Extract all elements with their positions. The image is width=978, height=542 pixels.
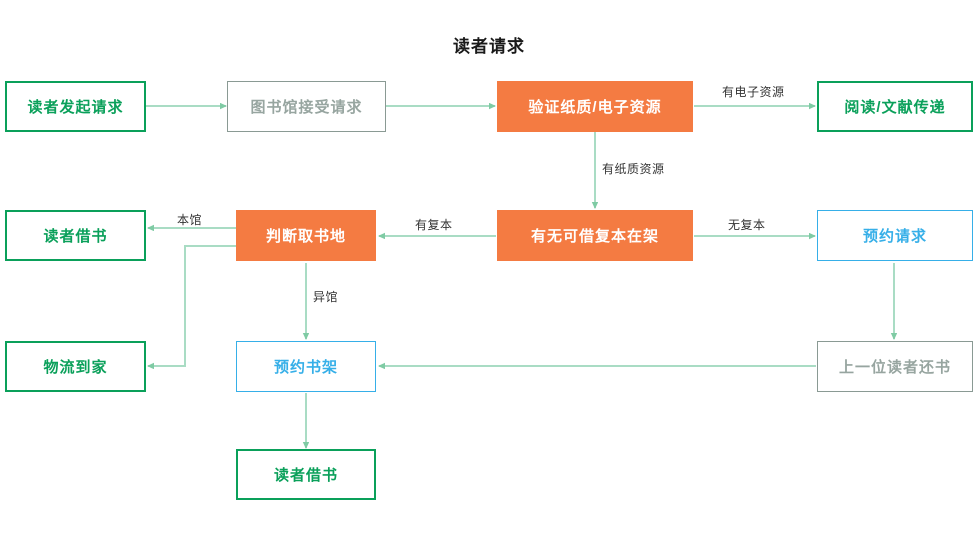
node-logistics-to-home[interactable]: 物流到家 <box>5 341 146 392</box>
node-determine-pickup-location[interactable]: 判断取书地 <box>236 210 376 261</box>
edge-label-has-electronic-resource: 有电子资源 <box>722 85 785 99</box>
node-verify-print-or-electronic[interactable]: 验证纸质/电子资源 <box>497 81 693 132</box>
node-reservation-request[interactable]: 预约请求 <box>817 210 973 261</box>
node-reservation-shelf[interactable]: 预约书架 <box>236 341 376 392</box>
edge-label-has-print-resource: 有纸质资源 <box>602 162 665 176</box>
page-title: 读者请求 <box>453 37 525 56</box>
node-reader-initiates-request[interactable]: 读者发起请求 <box>5 81 146 132</box>
node-available-copy-on-shelf[interactable]: 有无可借复本在架 <box>497 210 693 261</box>
node-reader-borrows-book-bottom[interactable]: 读者借书 <box>236 449 376 500</box>
node-previous-reader-returns-book[interactable]: 上一位读者还书 <box>817 341 973 392</box>
edge-label-no-copy: 无复本 <box>728 218 766 232</box>
edge-label-other-library: 异馆 <box>313 290 339 304</box>
edge-label-has-copy: 有复本 <box>415 218 453 232</box>
node-reader-borrows-book-middle[interactable]: 读者借书 <box>5 210 146 261</box>
edge-label-local-library: 本馆 <box>177 213 203 227</box>
node-read-or-document-delivery[interactable]: 阅读/文献传递 <box>817 81 973 132</box>
node-library-accepts-request[interactable]: 图书馆接受请求 <box>227 81 386 132</box>
edge-n6-n9 <box>147 245 236 370</box>
